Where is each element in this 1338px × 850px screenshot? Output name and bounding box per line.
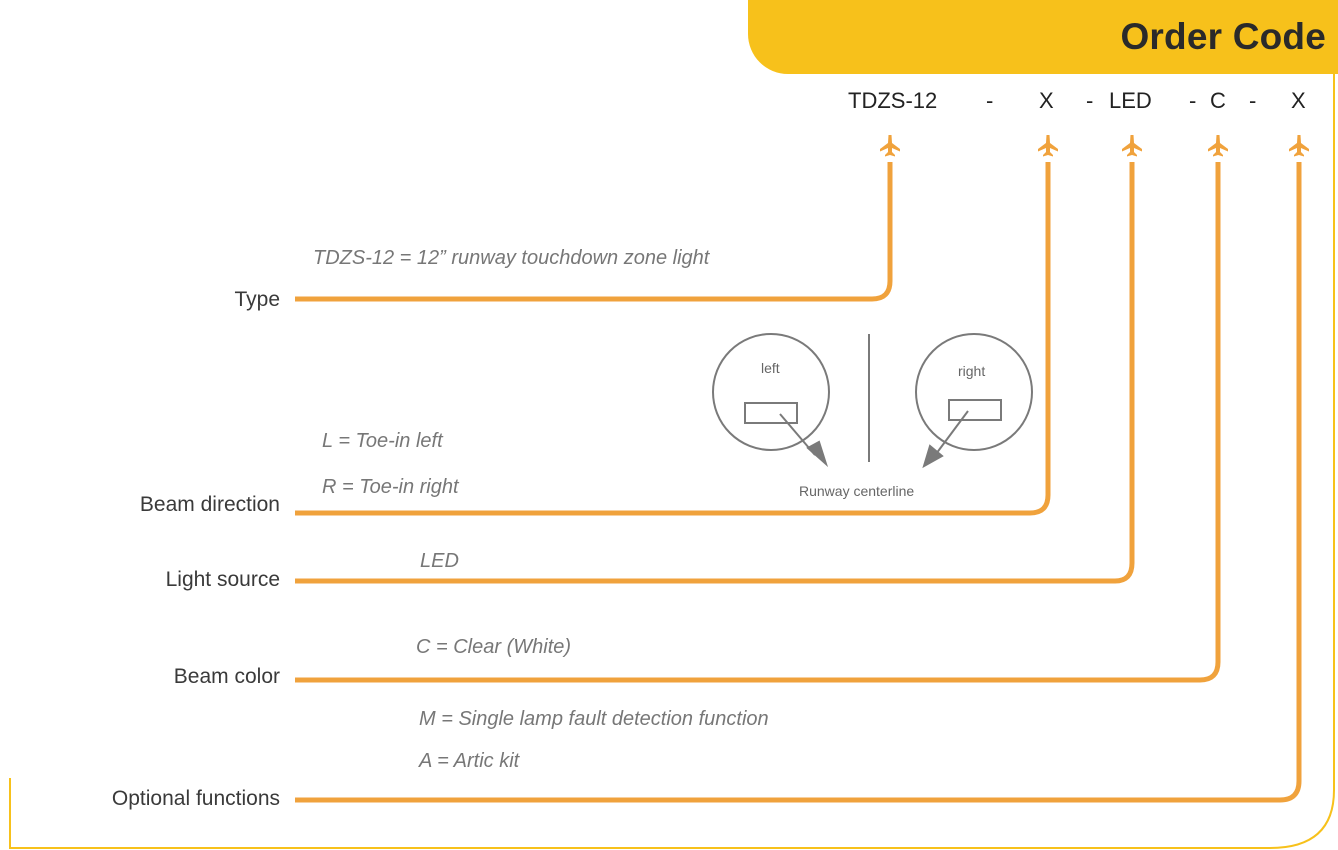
airplane-icon [1289,135,1309,157]
left-light-label: left [761,360,780,376]
connector-beam-direction [295,162,1051,516]
right-light-lens [948,399,1002,421]
right-beam-arrowhead [922,444,944,469]
connector-beam-color [295,162,1221,683]
left-light-circle [712,333,830,451]
field-description: L = Toe-in left [322,430,443,452]
code-segment-type: TDZS-12 [848,88,938,113]
runway-centerline-label: Runway centerline [799,483,915,499]
field-label-beam-direction: Beam direction [139,493,280,516]
airplane-icon [1038,135,1058,157]
field-label-type: Type [234,288,280,311]
field-description: R = Toe-in right [322,476,459,498]
field-label-beam-color: Beam color [173,665,280,688]
code-separator: - [986,88,994,113]
code-separator: - [1189,88,1197,113]
code-separator: - [1086,88,1094,113]
field-description: TDZS-12 = 12” runway touchdown zone ligh… [313,247,710,269]
connector-optional-functions [295,162,1302,803]
code-separator: - [1249,88,1257,113]
code-segment-beam-direction: X [1039,88,1054,113]
airplane-icon [880,135,900,157]
order-code-header: Order Code [748,0,1338,74]
code-segment-optional: X [1291,88,1306,113]
right-light-label: right [958,363,986,379]
field-description: M = Single lamp fault detection function [419,708,769,730]
airplane-icon [1208,135,1228,157]
frame-outline [9,74,1335,849]
field-label-light-source: Light source [165,568,280,591]
left-beam-arrowhead [806,440,829,468]
right-beam-arrow [935,410,969,455]
connector-type [295,162,893,302]
header-title: Order Code [1120,16,1326,57]
field-description: C = Clear (White) [416,636,572,658]
code-segment-light-source: LED [1109,88,1152,113]
right-light-circle [915,333,1033,451]
left-light-lens [744,402,798,424]
field-description: A = Artic kit [419,750,520,772]
field-description: LED [420,550,459,572]
connector-light-source [295,162,1135,584]
beam-direction-diagram [712,333,1033,469]
airplane-icon [1122,135,1142,157]
code-segment-beam-color: C [1210,88,1226,113]
field-label-optional-functions: Optional functions [111,787,280,810]
